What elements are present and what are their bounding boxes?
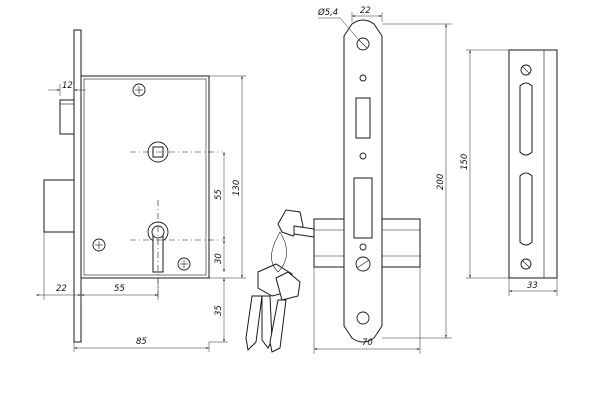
strike-plate-view (508, 49, 558, 279)
latch-bolt (59, 99, 75, 135)
dim-top-width: 22 (360, 6, 371, 16)
dim-faceplate-height: 200 (436, 174, 446, 190)
dim-strike-height: 150 (460, 154, 470, 170)
mount-hole-bottom (356, 311, 370, 325)
deadbolt-slot (353, 177, 373, 239)
dim-cylinder-offset: 30 (214, 253, 224, 264)
dim-faceplate-width: 70 (362, 338, 373, 348)
lock-body-side-view (43, 29, 222, 343)
dim-height: 130 (232, 180, 242, 196)
screw-top (132, 83, 146, 97)
key-bundle (245, 209, 421, 353)
strike-upper-slot (519, 82, 533, 156)
dim-hole-diameter: Ø5,4 (317, 7, 338, 18)
key-ring (271, 231, 287, 273)
mount-screw-bottom (355, 256, 371, 272)
screw-left (92, 238, 106, 252)
key-1 (277, 209, 315, 238)
dead-bolt (43, 179, 75, 233)
dim-backset-upper: 55 (214, 189, 224, 200)
screw-right (177, 257, 191, 271)
key-4 (245, 295, 263, 352)
strike-lower-slot (519, 172, 533, 246)
dim-lower: 35 (214, 305, 224, 316)
dim-width: 85 (136, 337, 147, 347)
key-3 (269, 271, 301, 353)
dim-strike-width: 33 (527, 281, 538, 291)
dim-backset: 55 (114, 284, 125, 294)
faceplate-dimensions: Ø5,4 22 200 70 (313, 6, 452, 354)
latch-slot (355, 97, 371, 139)
dim-front-projection: 22 (56, 284, 67, 294)
strike-plate-dimensions: 150 33 (460, 49, 558, 296)
side-view-dimensions: 12 130 55 30 35 22 55 85 (36, 75, 246, 352)
faceplate-front-view (343, 19, 383, 343)
dim-bolt-width: 12 (62, 81, 73, 91)
strike-plate-outline (508, 49, 558, 279)
